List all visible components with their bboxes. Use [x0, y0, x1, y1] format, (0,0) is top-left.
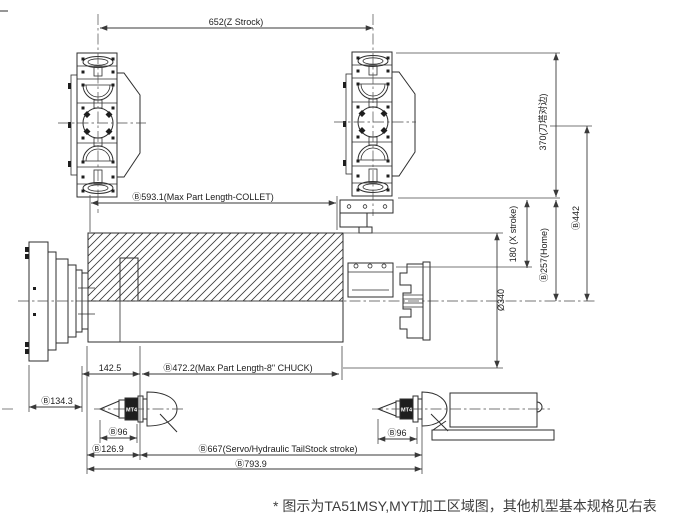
- turret-left: [67, 52, 141, 198]
- workpiece-bar: [87, 232, 344, 343]
- tailstock-center-left: [94, 391, 184, 433]
- turret-right: [342, 51, 416, 197]
- dim-x-stroke-label: 180 (X stroke): [508, 206, 518, 263]
- mt4-left-label: MT4: [126, 408, 138, 414]
- dim-793-9-label: Ⓑ793.9: [235, 459, 267, 469]
- dim-96-right-label: Ⓑ96: [387, 428, 406, 438]
- turret-tool-holder: [339, 199, 394, 234]
- main-spindle-chuck: [25, 241, 95, 362]
- dim-tailstock-stroke-label: Ⓑ667(Servo/Hydraulic TailStock stroke): [199, 444, 358, 454]
- footnote: * 图示为TA51MSY,MYT加工区域图，其他机型基本规格见右表: [273, 498, 657, 514]
- dim-swing-label: Ø340: [496, 289, 506, 311]
- dim-257-home-label: Ⓑ257(Home): [539, 228, 549, 282]
- dim-442-label: Ⓑ442: [571, 206, 581, 230]
- page-edge-marks: [0, 10, 16, 410]
- dim-turret-flats-label: 370(刀塔对边): [537, 93, 548, 150]
- live-tool-holder: [347, 262, 394, 298]
- dim-z-stroke-label: 652(Z Strock): [209, 17, 264, 27]
- dim-max-part-collet-label: Ⓑ593.1(Max Part Length-COLLET): [132, 192, 274, 202]
- dim-96-left-label: Ⓑ96: [108, 427, 127, 437]
- dim-134-3-label: Ⓑ134.3: [41, 396, 73, 406]
- mt4-right-label: MT4: [401, 408, 413, 414]
- dimension-lines: [28, 25, 590, 472]
- tailstock-right: [372, 391, 555, 441]
- turret-centerlines: [58, 14, 416, 216]
- extension-lines: [28, 52, 592, 474]
- sub-spindle-chuck: [399, 261, 431, 341]
- dim-142-5-label: 142.5: [99, 363, 122, 373]
- dim-126-9-label: Ⓑ126.9: [92, 444, 124, 454]
- dim-max-part-chuck-label: Ⓑ472.2(Max Part Length-8" CHUCK): [163, 363, 312, 373]
